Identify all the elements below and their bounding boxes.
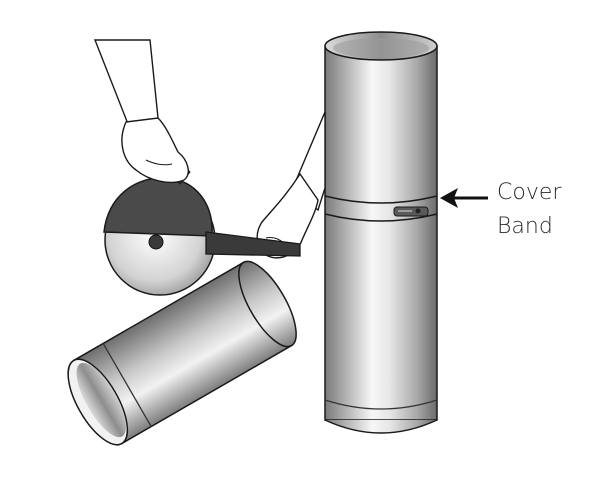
left-hand — [93, 39, 189, 184]
cut-pipe-far-end — [238, 260, 297, 348]
callout-line-2: Band — [497, 214, 553, 239]
saw-guard — [103, 177, 213, 237]
clamp-screw — [415, 208, 421, 214]
pipe-body — [324, 45, 438, 421]
pipe-bottom-rim — [324, 419, 438, 434]
glove-thumb-line — [145, 159, 173, 166]
saw-handle — [205, 231, 301, 257]
right-hand — [256, 111, 326, 259]
cover-band-lower-edge — [324, 213, 438, 222]
cover-band-upper-edge — [324, 195, 438, 204]
pipe-bottom-seam — [324, 399, 438, 410]
callout-line-1: Cover — [497, 180, 562, 205]
left-arrow-icon — [440, 188, 488, 208]
cover-band-callout: Cover Band — [497, 176, 597, 244]
right-glove — [256, 172, 319, 259]
cut-pipe-section — [67, 260, 297, 446]
left-glove — [121, 117, 189, 184]
vertical-pipe — [324, 31, 438, 434]
cut-pipe-seam — [102, 343, 152, 427]
left-sleeve — [93, 39, 159, 125]
blade-arbor — [148, 234, 164, 250]
pipe-top-inner — [333, 38, 429, 58]
cut-pipe-inner — [76, 362, 126, 438]
cover-band — [324, 195, 438, 222]
